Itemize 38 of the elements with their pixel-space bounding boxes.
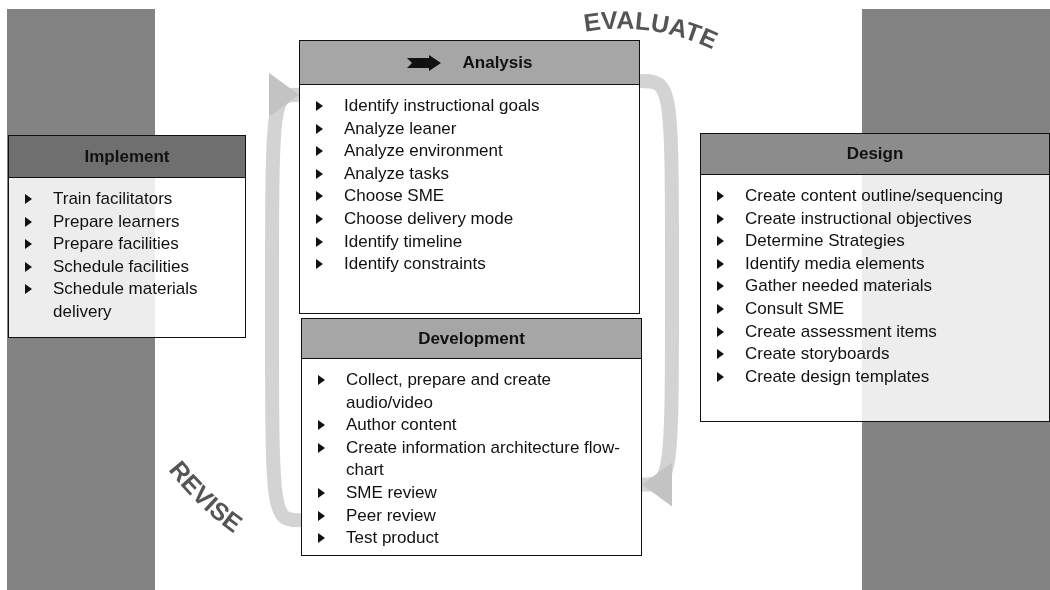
cycle-arrow <box>639 74 679 507</box>
list-item: Train facilitators <box>9 188 237 211</box>
list-item: Create design templates <box>701 365 1041 389</box>
list-item: Author content <box>302 414 633 437</box>
phase-box <box>301 318 642 556</box>
list-item: Analyze leaner <box>300 117 631 141</box>
list-item: Consult SME <box>701 297 1041 321</box>
list-item: Create information architecture flow-chart <box>302 436 633 482</box>
list-item: Collect, prepare and create audio/video <box>302 369 633 415</box>
list-item: Choose delivery mode <box>300 207 631 231</box>
list-item: Identify timeline <box>300 230 631 254</box>
box-heading: Design <box>846 144 904 164</box>
list-item: Prepare learners <box>9 210 237 234</box>
edge-label: EVALUATE <box>581 5 723 55</box>
list-item: Analyze tasks <box>300 162 631 186</box>
cycle-arrow <box>265 73 302 528</box>
phase-box <box>8 135 246 338</box>
list-item: Identify constraints <box>300 253 631 276</box>
list-item: Test product <box>302 527 633 550</box>
list-item: Choose SME <box>300 185 631 208</box>
list-item: Create storyboards <box>701 343 1041 366</box>
box-heading: Analysis <box>462 52 533 73</box>
list-item: Identify media elements <box>701 252 1041 276</box>
list-item: Create instructional objectives <box>701 207 1041 231</box>
box-heading: Implement <box>84 146 170 167</box>
list-item: Identify instructional goals <box>300 95 631 118</box>
list-item: SME review <box>302 481 633 505</box>
list-item: Peer review <box>302 504 633 528</box>
list-item: Analyze environment <box>300 140 631 163</box>
list-item: Schedule materials delivery <box>9 278 237 324</box>
list-item: Create assessment items <box>701 320 1041 344</box>
list-item: Create content outline/sequencing <box>701 185 1041 208</box>
box-heading: Development <box>418 328 525 349</box>
list-item: Prepare facilities <box>9 233 237 256</box>
list-item: Schedule facilities <box>9 255 237 279</box>
phase-box <box>700 133 1050 422</box>
list-item: Determine Strategies <box>701 230 1041 253</box>
list-item: Gather needed materials <box>701 275 1041 298</box>
